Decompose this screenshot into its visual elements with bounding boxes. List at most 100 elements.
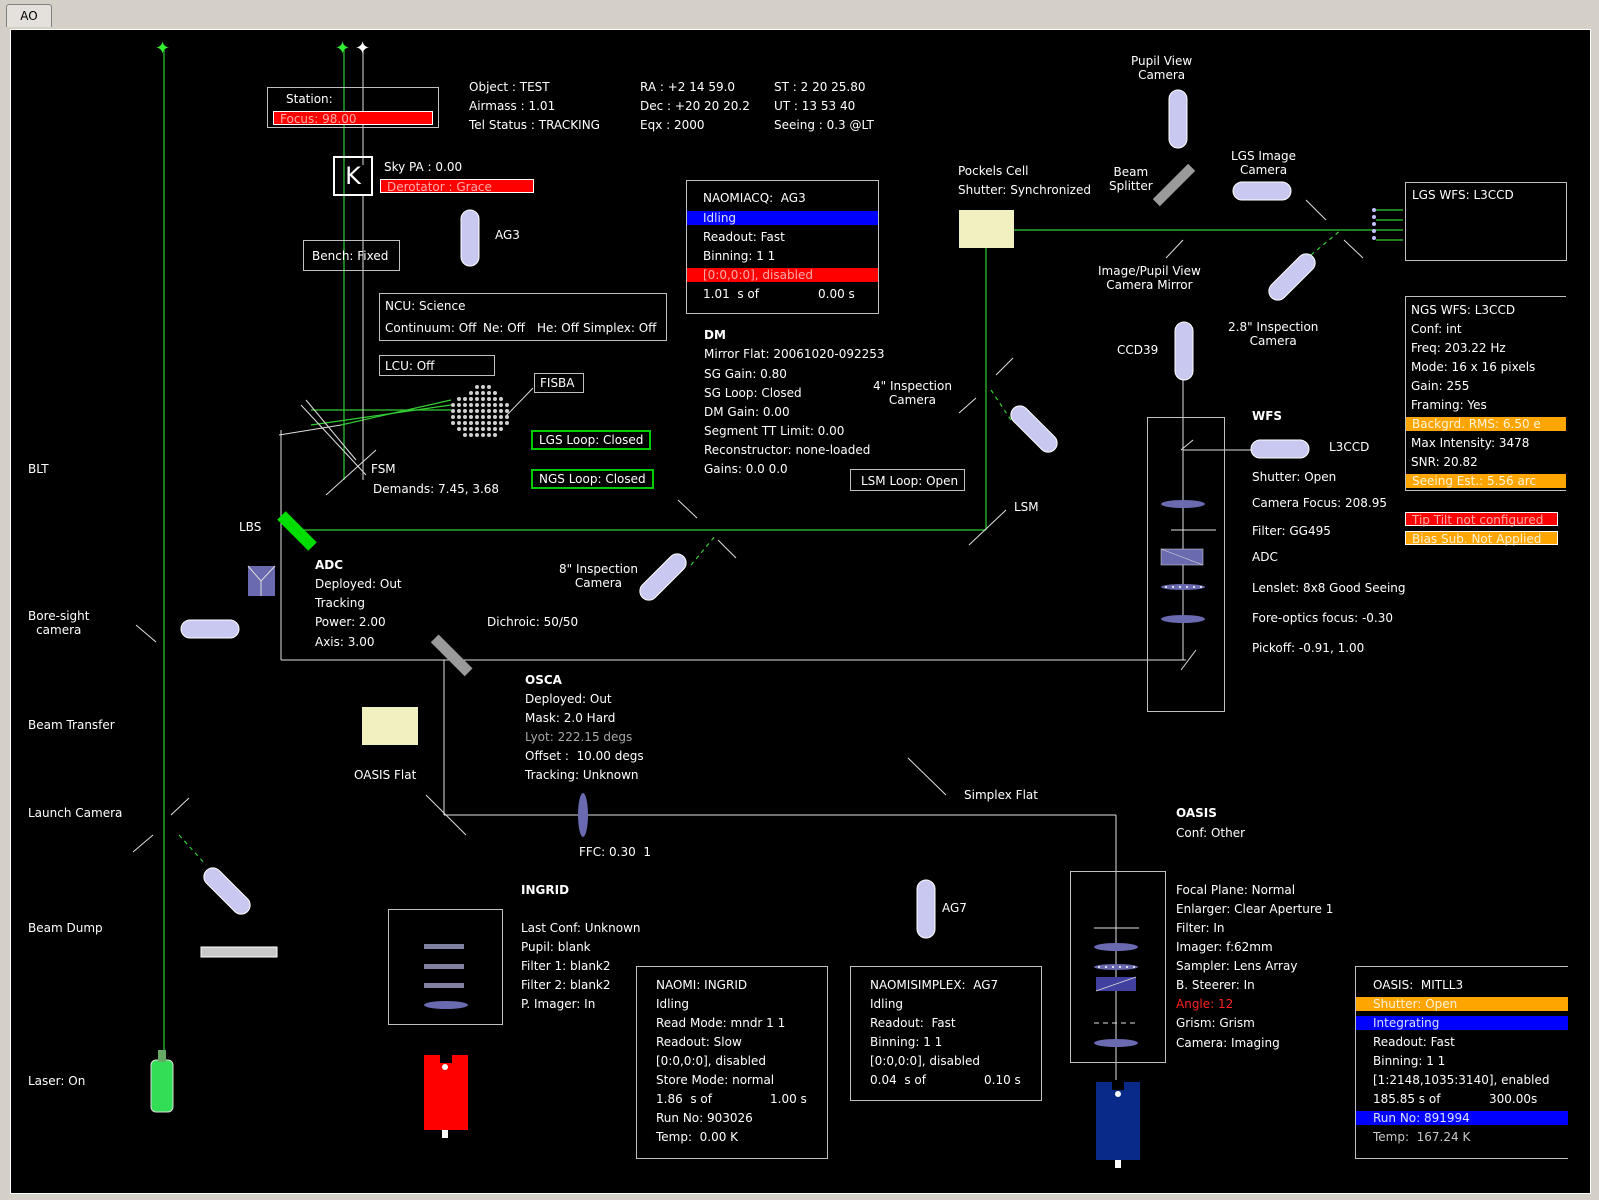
ngs-wfs-framing: Framing: Yes [1411,398,1487,412]
oasis-mitll3-exp-total: 300.00s [1489,1092,1538,1106]
oasis-title: OASIS [1176,806,1217,820]
naomi-ingrid-title: NAOMI: INGRID [656,978,748,992]
osca-tracking: Tracking: Unknown [525,768,639,782]
derotator-icon[interactable]: K [333,156,373,196]
lbs-mirror [277,511,317,551]
wfs-lens-1 [1161,500,1205,508]
ngs-wfs-backgrd: Backgrd. RMS: 6.50 e [1406,417,1566,431]
naomi-ingrid-panel[interactable]: NAOMI: INGRID Idling Read Mode: mndr 1 1… [636,966,828,1159]
oasis-mitll3-shutter: Shutter: Open [1356,997,1568,1011]
wfs-lens-2 [1161,615,1205,623]
naomisimplex-exp-total: 0.10 s [984,1073,1021,1087]
ingrid-title: INGRID [521,883,570,897]
tab-bar: AO [0,0,1599,30]
st-label: ST : 2 20 25.80 [774,80,866,94]
ingrid-enclosure [388,909,503,1025]
dm-sg-loop: SG Loop: Closed [704,386,802,400]
wfs-title: WFS [1252,409,1283,423]
ngs-wfs-title: NGS WFS: L3CCD [1411,303,1516,317]
naomisimplex-panel[interactable]: NAOMISIMPLEX: AG7 Idling Readout: Fast B… [850,966,1042,1101]
ccd39-camera [1174,321,1194,381]
bench-panel[interactable]: Bench: Fixed [303,240,400,271]
wfs-enclosure [1147,417,1225,712]
tab-ao[interactable]: AO [6,4,52,27]
wfs-adc: ADC [1252,550,1278,564]
bore-sight-camera [180,619,240,639]
lsm-loop-panel[interactable]: LSM Loop: Open [850,469,965,491]
wfs-pickoff: Pickoff: -0.91, 1.00 [1252,641,1365,655]
inspection-28in-label: 2.8" Inspection Camera [1228,320,1319,348]
wfs-lenslet: Lenslet: 8x8 Good Seeing [1252,581,1406,595]
ncu-label: NCU: Science [385,299,466,313]
fisba-panel[interactable]: FISBA [534,373,584,393]
fisba-grid [451,385,509,437]
ingrid-filter1: Filter 1: blank2 [521,959,611,973]
lsm-label: LSM [1014,500,1039,514]
oasis-mitll3-title: OASIS: MITLL3 [1373,978,1464,992]
ngs-loop-status[interactable]: NGS Loop: Closed [531,469,654,489]
ffc-label: FFC: 0.30 1 [579,845,652,859]
oasis-mitll3-exp-elapsed: 185.85 s of [1373,1092,1441,1106]
sky-pa-label: Sky PA : 0.00 [384,160,463,174]
oasis-mitll3-window: [1:2148,1035:3140], enabled [1373,1073,1550,1087]
naomi-ingrid-readout: Readout: Slow [656,1035,742,1049]
ccd39-label: CCD39 [1117,343,1159,357]
naomi-ingrid-exp-total: 1.00 s [770,1092,807,1106]
oasis-enclosure [1070,871,1166,1063]
tel-status-label: Tel Status : TRACKING [469,118,600,132]
dm-sg-gain: SG Gain: 0.80 [704,367,787,381]
oasis-mitll3-state: Integrating [1356,1016,1568,1030]
naomiacq-panel[interactable]: NAOMIACQ: AG3 Idling Readout: Fast Binni… [686,180,879,314]
naomisimplex-window: [0:0,0:0], disabled [870,1054,980,1068]
beam-dump-label: Beam Dump [28,921,103,935]
seeing-label: Seeing : 0.3 @LT [774,118,874,132]
inspection-8in-camera [639,553,687,601]
lcu-panel[interactable]: LCU: Off [379,355,495,376]
wfs-l3ccd-label: L3CCD [1329,440,1370,454]
dm-segment-tt: Segment TT Limit: 0.00 [704,424,845,438]
naomi-ingrid-read-mode: Read Mode: mndr 1 1 [656,1016,786,1030]
naomiacq-binning: Binning: 1 1 [703,249,776,263]
naomisimplex-readout: Readout: Fast [870,1016,956,1030]
blt-label: BLT [28,462,49,476]
ngs-wfs-mode: Mode: 16 x 16 pixels [1411,360,1536,374]
oasis-angle: Angle: 12 [1176,997,1234,1011]
adc-power: Power: 2.00 [315,615,386,629]
oasis-focal-plane: Focal Plane: Normal [1176,883,1296,897]
lsm-loop-status: LSM Loop: Open [861,474,959,488]
ag3-camera [460,209,480,267]
naomiacq-state: Idling [687,211,878,225]
adc-deployed: Deployed: Out [315,577,402,591]
oasis-sampler: Sampler: Lens Array [1176,959,1298,973]
l3ccd-camera [1250,439,1310,459]
tip-tilt-warning: Tip Tilt not configured [1405,512,1558,527]
ngs-wfs-panel[interactable]: NGS WFS: L3CCD Conf: int Freq: 203.22 Hz… [1405,296,1566,491]
airmass-label: Airmass : 1.01 [469,99,556,113]
laser [150,1059,174,1113]
ingrid-p-imager: P. Imager: In [521,997,596,1011]
derotator-status: Derotator : Grace [380,179,534,194]
lgs-image-camera [1232,181,1292,201]
dm-reconstructor: Reconstructor: none-loaded [704,443,871,457]
beam-splitter-label: Beam Splitter [1109,165,1153,193]
lgs-wfs-panel[interactable]: LGS WFS: L3CCD [1405,182,1567,261]
naomisimplex-title: NAOMISIMPLEX: AG7 [870,978,999,992]
naomisimplex-binning: Binning: 1 1 [870,1035,943,1049]
beam-dump [200,946,278,958]
ra-label: RA : +2 14 59.0 [640,80,736,94]
ngs-wfs-snr: SNR: 20.82 [1411,455,1478,469]
oasis-flat-label: OASIS Flat [354,768,417,782]
oasis-mitll3-panel[interactable]: OASIS: MITLL3 Shutter: Open Integrating … [1355,966,1568,1159]
ngs-wfs-freq: Freq: 203.22 Hz [1411,341,1506,355]
ncu-panel[interactable]: NCU: Science Continuum: Off Ne: Off He: … [379,293,667,341]
laser-label: Laser: On [28,1074,86,1088]
lgs-loop-status[interactable]: LGS Loop: Closed [531,430,652,450]
object-label: Object : TEST [469,80,550,94]
oasis-enlarger: Enlarger: Clear Aperture 1 [1176,902,1334,916]
pockels-shutter: Shutter: Synchronized [958,183,1091,197]
station-panel[interactable]: Station: Focus: 98.00 [267,87,439,128]
wfs-filter: Filter: GG495 [1252,524,1331,538]
ao-schematic-canvas: ✦ ✦ ✦ Object : TEST Airmass : 1.01 Tel S… [10,29,1591,1194]
continuum-label: Continuum: Off [385,321,477,335]
dm-mirror-flat: Mirror Flat: 20061020-092253 [704,347,885,361]
